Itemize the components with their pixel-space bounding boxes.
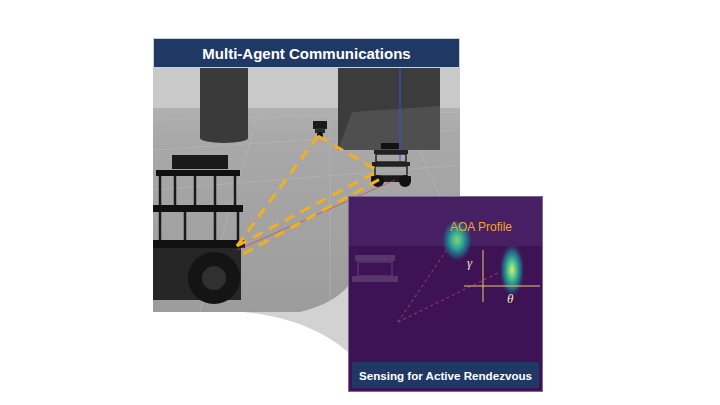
inset-ghost-robot — [352, 255, 398, 282]
cylinder-base — [200, 133, 248, 143]
block-obstacle — [338, 68, 440, 150]
axis-symbol: γ — [467, 256, 472, 270]
caption-text: Sensing for Active Rendezvous — [352, 362, 539, 388]
inset-background — [348, 196, 543, 392]
block-ramp — [338, 106, 440, 150]
cylinder-obstacle — [200, 68, 248, 138]
plot-label: AOA Profile — [450, 221, 512, 234]
callout-swoosh — [243, 286, 348, 352]
inset-panel: Sensing for Active Rendezvous — [348, 196, 543, 392]
aoa-axes — [464, 250, 540, 302]
axis-symbol: θ — [507, 292, 513, 306]
left-robot — [153, 155, 245, 304]
title-banner: Multi-Agent Communications — [153, 38, 460, 68]
aoa-peak-right — [499, 242, 525, 298]
title-text: Multi-Agent Communications — [202, 45, 410, 62]
